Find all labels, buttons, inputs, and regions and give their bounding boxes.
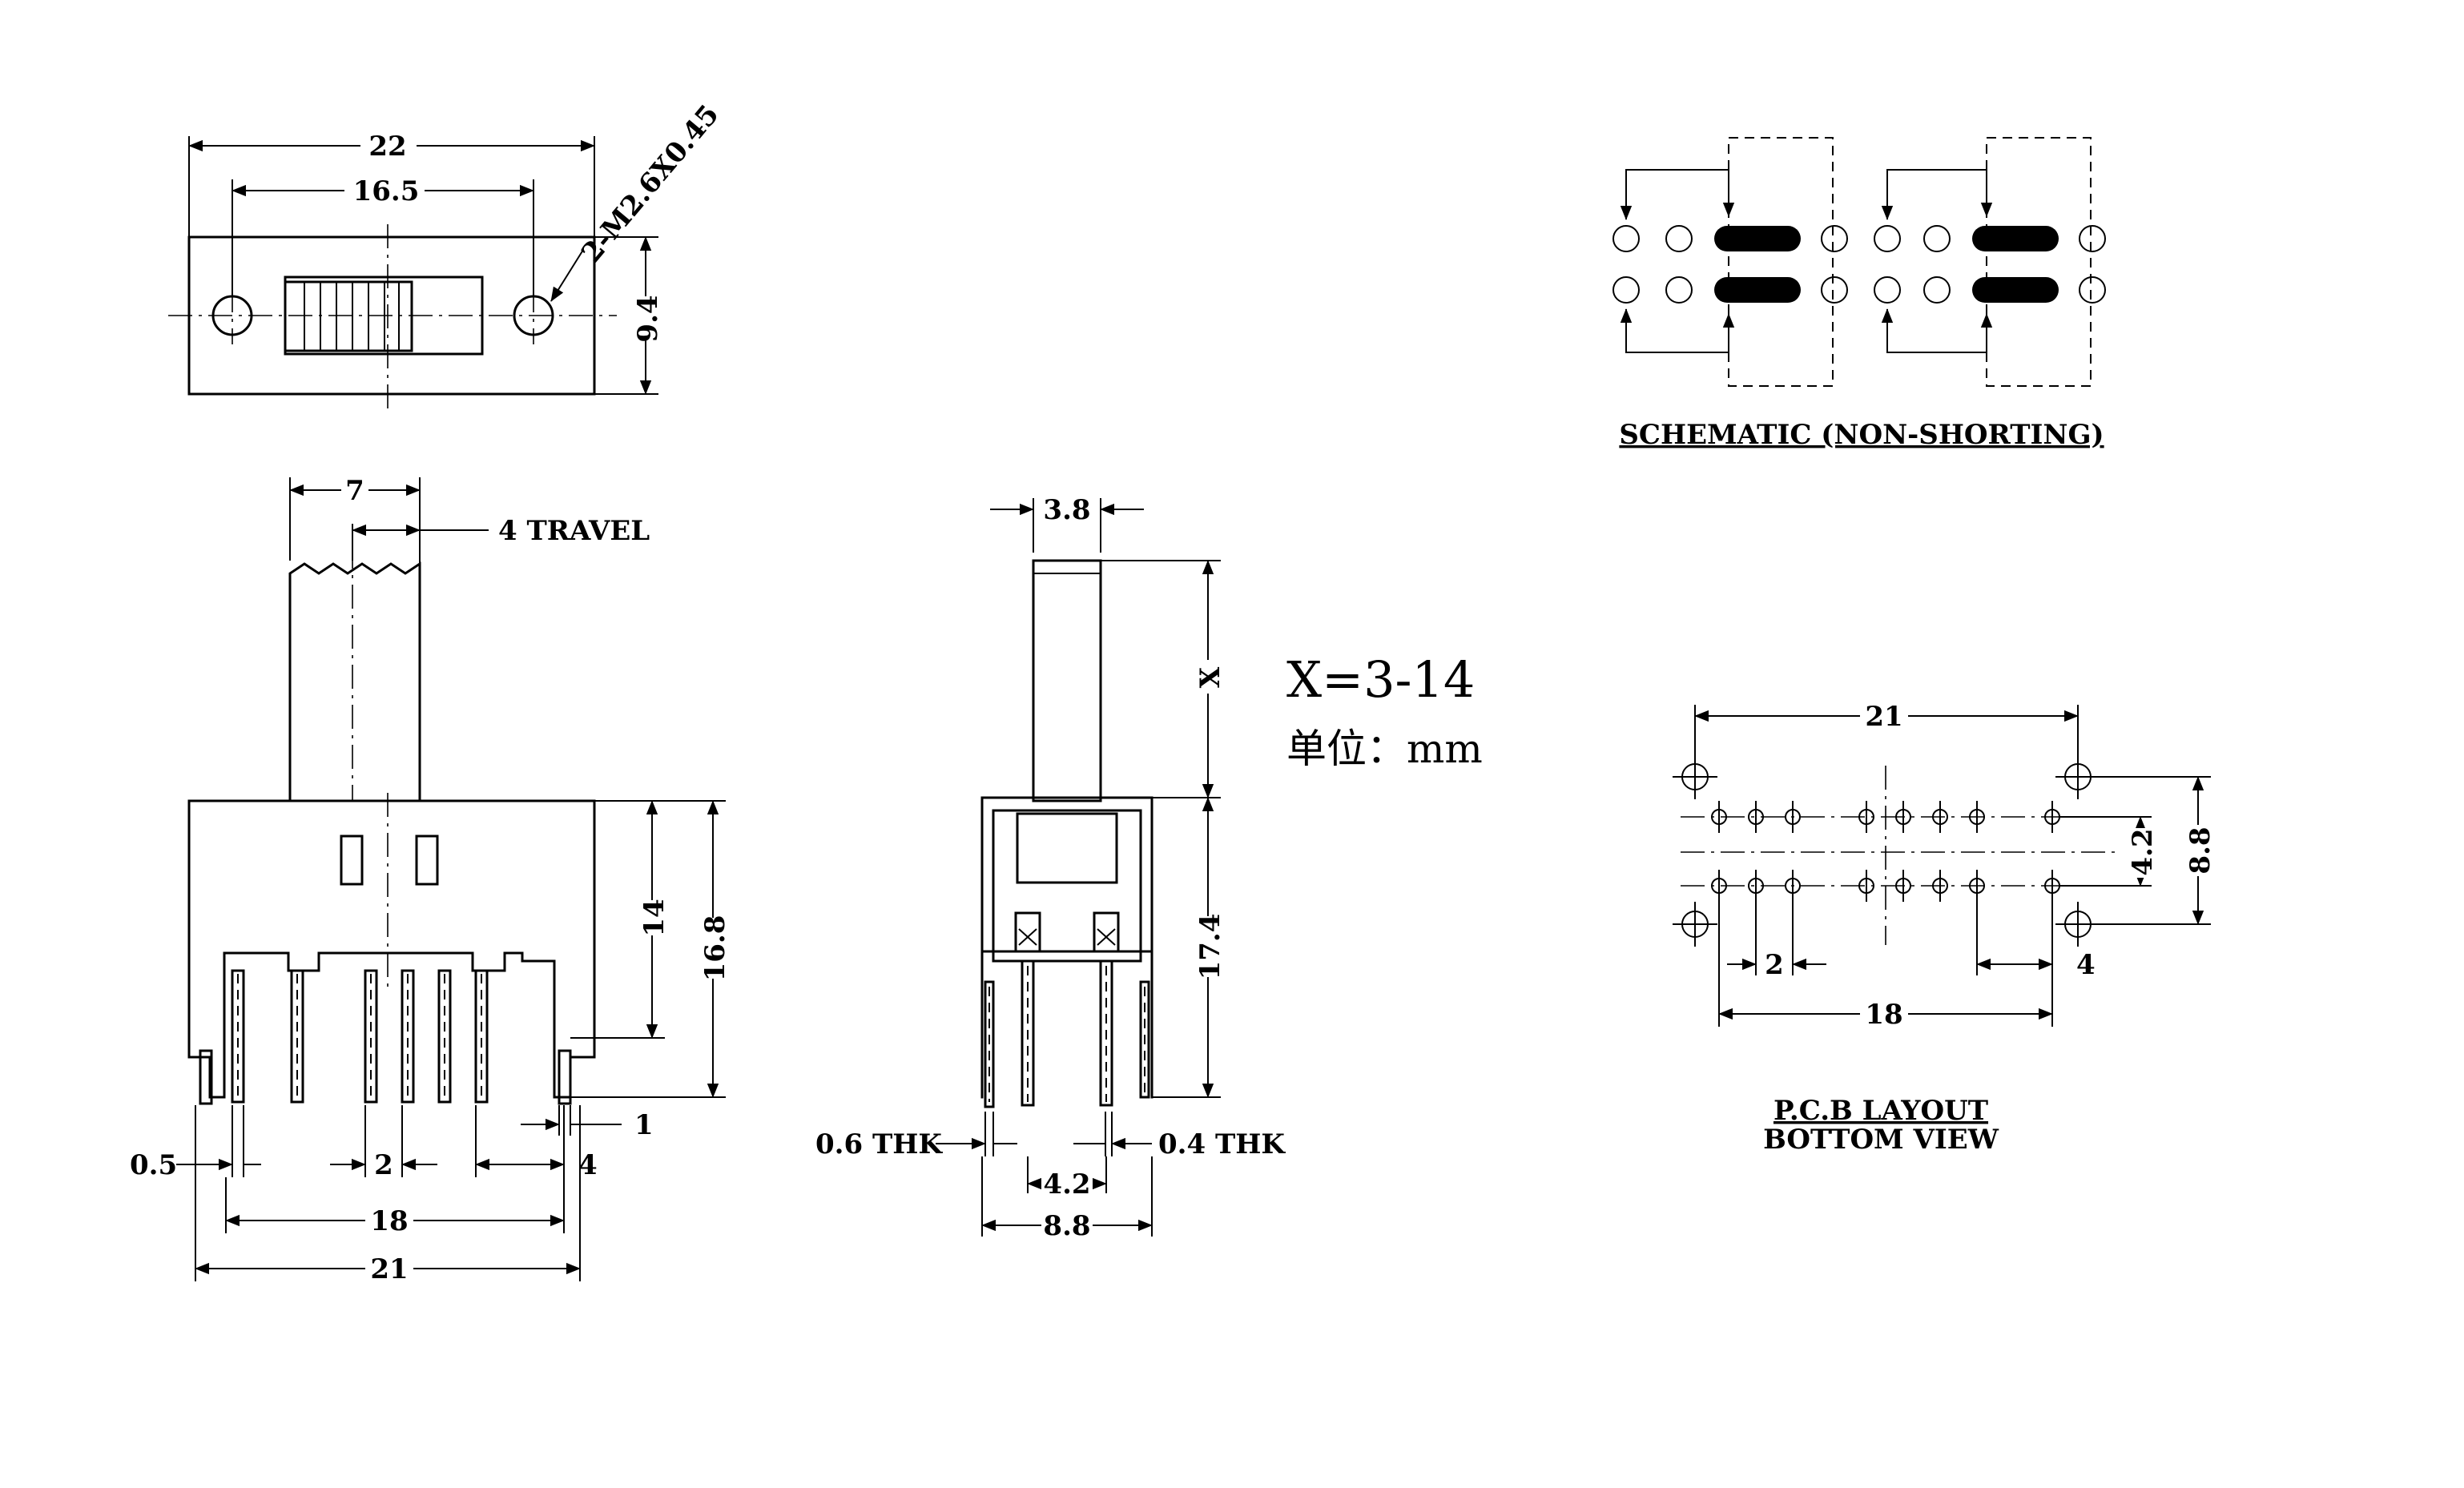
dim-side-height: 17.4 <box>1194 914 1226 980</box>
pcb-dim-span: 18 <box>1865 999 1902 1031</box>
front-view: 7 4 TRAVEL 14 16.8 1 0.5 2 <box>130 475 731 1285</box>
dim-actuator-length: X <box>1194 666 1226 688</box>
pcb-dim-width: 21 <box>1865 701 1902 733</box>
side-view: 3.8 X 17.4 0.6 THK 0.4 THK 4.2 <box>815 494 1286 1242</box>
travel-label: 4 TRAVEL <box>498 515 650 547</box>
dim-actuator-width: 7 <box>345 475 364 507</box>
pcb-dim-edge: 4 <box>2076 949 2096 981</box>
pcb-caption-line1: P.C.B LAYOUT <box>1774 1095 1988 1127</box>
pcb-dim-pin-pitch: 2 <box>1765 949 1784 981</box>
dim-body-height: 14 <box>638 899 670 936</box>
dim-pin-thk: 0.4 THK <box>1158 1128 1286 1160</box>
dim-top-overall-width: 22 <box>368 131 406 163</box>
note: X=3-14 单位：mm <box>1286 650 1483 772</box>
unit-note: 单位：mm <box>1286 726 1483 772</box>
pcb-mount-holes <box>1673 754 2100 947</box>
dim-pin-offset: 1 <box>634 1109 654 1141</box>
dim-pin-width: 0.5 <box>130 1149 177 1181</box>
dim-tab: 4 <box>578 1149 598 1181</box>
pcb-layout: 21 4.2 8.8 2 4 18 P.C.B LAYOUT BOTTOM VI… <box>1673 701 2216 1156</box>
schematic-caption: SCHEMATIC (NON-SHORTING) <box>1619 419 2104 451</box>
dim-tab-thk: 0.6 THK <box>815 1128 943 1160</box>
pcb-caption-line2: BOTTOM VIEW <box>1763 1124 1999 1156</box>
hole-spec-label: 2-M2.6X0.45 <box>575 99 725 268</box>
dim-pin-span: 18 <box>370 1205 408 1237</box>
dim-front-overall: 21 <box>370 1253 408 1285</box>
dim-pin-pitch: 2 <box>374 1149 393 1181</box>
x-range-note: X=3-14 <box>1286 650 1475 709</box>
schematic-right <box>1874 137 2106 387</box>
dim-total-height: 16.8 <box>699 915 731 982</box>
dim-hole-pitch: 16.5 <box>353 175 420 207</box>
pcb-dim-mount-pitch: 8.8 <box>2184 826 2216 874</box>
top-view: 22 16.5 2-M2.6X0.45 9.4 <box>168 99 726 408</box>
dim-side-actuator-width: 3.8 <box>1043 494 1090 526</box>
schematic-left <box>1612 137 1848 387</box>
dim-side-overall: 8.8 <box>1043 1210 1090 1242</box>
dim-top-height: 9.4 <box>632 295 664 342</box>
schematic: SCHEMATIC (NON-SHORTING) <box>1612 137 2106 451</box>
dim-side-row-pitch: 4.2 <box>1043 1168 1090 1200</box>
pcb-dim-row-pitch: 4.2 <box>2127 828 2159 875</box>
pcb-pin-holes <box>1711 801 2060 902</box>
